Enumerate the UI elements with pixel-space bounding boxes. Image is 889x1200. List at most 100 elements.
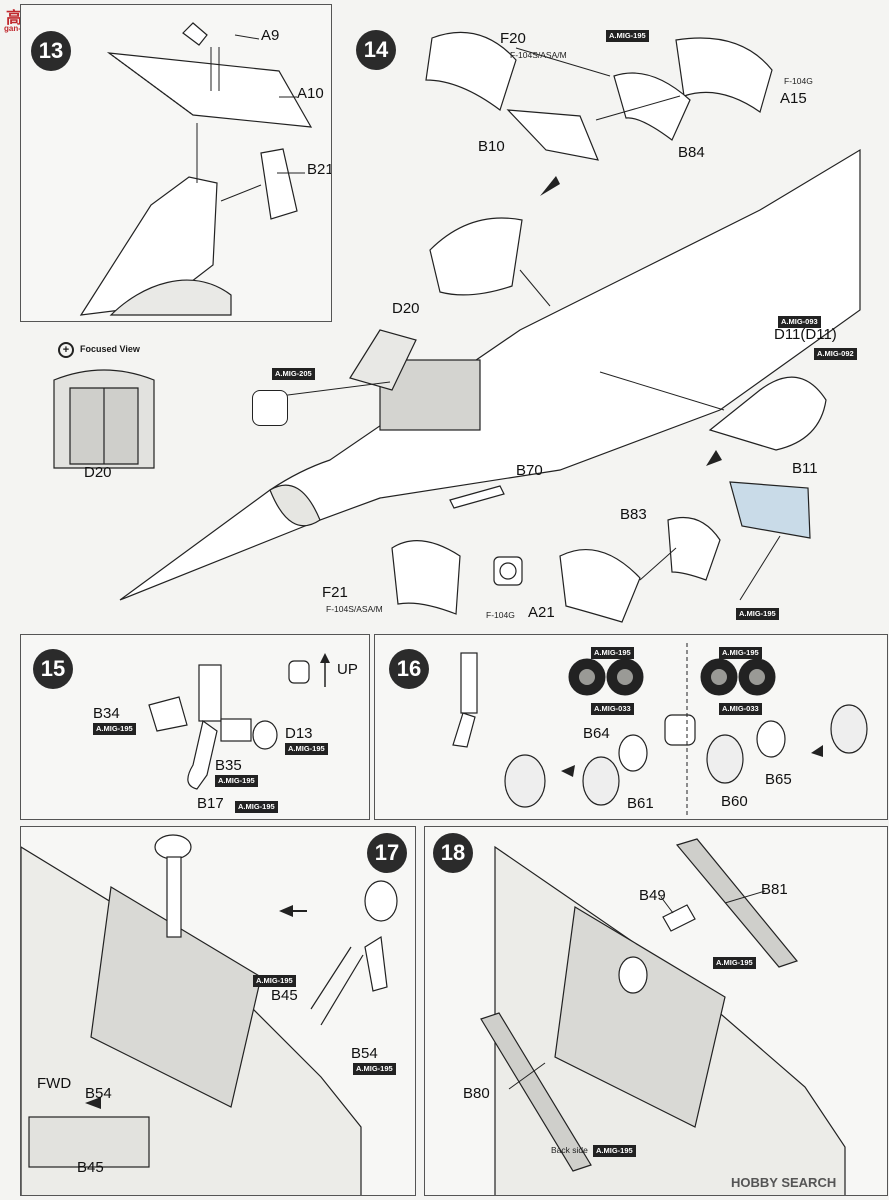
label-d11: D11(D11)	[774, 326, 837, 343]
label-a15: A15	[780, 90, 807, 107]
b65-disc	[756, 720, 786, 758]
label-b70: B70	[516, 462, 543, 479]
step-14-diagram	[119, 31, 861, 623]
fuselage	[119, 148, 861, 601]
label-fwd: FWD	[37, 1075, 72, 1092]
d13-part	[252, 720, 278, 750]
focused-view: + Focused View D20	[44, 340, 164, 490]
step-17-panel: 17 A.MIG-195 B45 B54 A.MIG-195 FWD B54 B…	[20, 826, 416, 1196]
tag-b34: A.MIG-195	[93, 723, 136, 735]
label-f20-variant: F-104S/ASA/M	[510, 50, 567, 60]
direction-arrows	[540, 176, 722, 466]
b21-rudder	[260, 148, 298, 220]
decal-icon	[252, 390, 288, 426]
ref-strut	[364, 935, 388, 992]
step-13-number: 13	[31, 31, 71, 71]
magnifier-icon: +	[58, 342, 74, 358]
step-16-number: 16	[389, 649, 429, 689]
d20-canopy	[349, 329, 417, 391]
main-wheel	[618, 956, 648, 994]
d13-ref-icon	[288, 660, 310, 684]
watermark-hobbysearch: HOBBY SEARCH	[731, 1175, 837, 1190]
main-gear-bay	[554, 906, 726, 1128]
label-b61: B61	[627, 795, 654, 812]
tag-mig205: A.MIG-205	[272, 368, 315, 380]
label-a10: A10	[297, 85, 324, 102]
tag-r-bot: A.MIG-033	[719, 703, 762, 715]
step-13-diagram	[79, 22, 313, 316]
label-inset-b54: B54	[85, 1085, 112, 1102]
tag-b45: A.MIG-195	[253, 975, 296, 987]
a21-part	[559, 548, 641, 623]
b83-part	[667, 516, 721, 581]
b81-door	[675, 838, 799, 968]
label-b21: B21	[307, 161, 332, 178]
strut-part	[198, 664, 222, 722]
tag-mig195-bottom: A.MIG-195	[736, 608, 779, 620]
b11-part	[729, 481, 811, 539]
label-a9: A9	[261, 27, 280, 44]
tag-l-top: A.MIG-195	[591, 647, 634, 659]
b17-part	[187, 719, 218, 790]
nose-gear-strut	[460, 652, 478, 714]
step-15-number: 15	[33, 649, 73, 689]
b61-wheel	[582, 756, 620, 806]
label-a15-variant: F-104G	[784, 76, 813, 86]
b34-part	[148, 696, 188, 732]
label-f21: F21	[322, 584, 348, 601]
b80-door	[480, 1012, 592, 1172]
assembled-wheel	[830, 704, 868, 754]
b60-wheel	[706, 734, 744, 784]
label-f20: F20	[500, 30, 526, 47]
tag-b35: A.MIG-195	[215, 775, 258, 787]
intake-part	[429, 217, 523, 296]
label-d13: D13	[285, 725, 313, 742]
label-inset-b45: B45	[77, 1159, 104, 1176]
tag-mig093: A.MIG-093	[778, 316, 821, 328]
label-f21-variant: F-104S/ASA/M	[326, 604, 383, 614]
rotate-icon	[664, 714, 696, 746]
label-b49: B49	[639, 887, 666, 904]
f21-part	[391, 540, 461, 615]
rotate-icon	[493, 556, 523, 586]
tag-d13: A.MIG-195	[285, 743, 328, 755]
step-14-area: 14	[340, 4, 888, 624]
label-b11: B11	[792, 460, 818, 477]
ref-wheel	[364, 880, 398, 922]
step-14-number: 14	[356, 30, 396, 70]
f20-part	[425, 31, 517, 111]
label-b45: B45	[271, 987, 298, 1004]
b35-part	[220, 718, 252, 742]
label-b34: B34	[93, 705, 120, 722]
label-a21-variant: F-104G	[486, 610, 515, 620]
label-b17: B17	[197, 795, 224, 812]
main-wheel	[154, 834, 192, 860]
b64-disc	[618, 734, 648, 772]
tag-b81: A.MIG-195	[713, 957, 756, 969]
b84-part	[613, 72, 691, 141]
label-a21: A21	[528, 604, 555, 621]
focused-view-title: Focused View	[80, 344, 140, 354]
focused-view-canopy	[53, 369, 155, 469]
tag-mig195-top: A.MIG-195	[606, 30, 649, 42]
step-16-panel: 16 A.MIG-195 A.MIG-033 A.MIG-195 A.MIG-0…	[374, 634, 888, 820]
tag-mig092: A.MIG-092	[814, 348, 857, 360]
a9-part	[182, 22, 208, 46]
nose-wheel	[504, 754, 546, 808]
label-b54: B54	[351, 1045, 378, 1062]
label-b65: B65	[765, 771, 792, 788]
step-18-diagram	[480, 838, 846, 1195]
tag-back-side: A.MIG-195	[593, 1145, 636, 1157]
step-17-number: 17	[367, 833, 407, 873]
main-gear-bay	[90, 886, 262, 1108]
tag-r-top: A.MIG-195	[719, 647, 762, 659]
label-b80: B80	[463, 1085, 490, 1102]
step-13-panel: 13 A9 A10 B21	[20, 4, 332, 322]
label-b64: B64	[583, 725, 610, 742]
label-b81: B81	[761, 881, 788, 898]
label-b84: B84	[678, 144, 705, 161]
paint-swatches	[568, 658, 776, 696]
up-label: UP	[337, 661, 358, 678]
tag-l-bot: A.MIG-033	[591, 703, 634, 715]
inset-bay	[28, 1116, 150, 1168]
